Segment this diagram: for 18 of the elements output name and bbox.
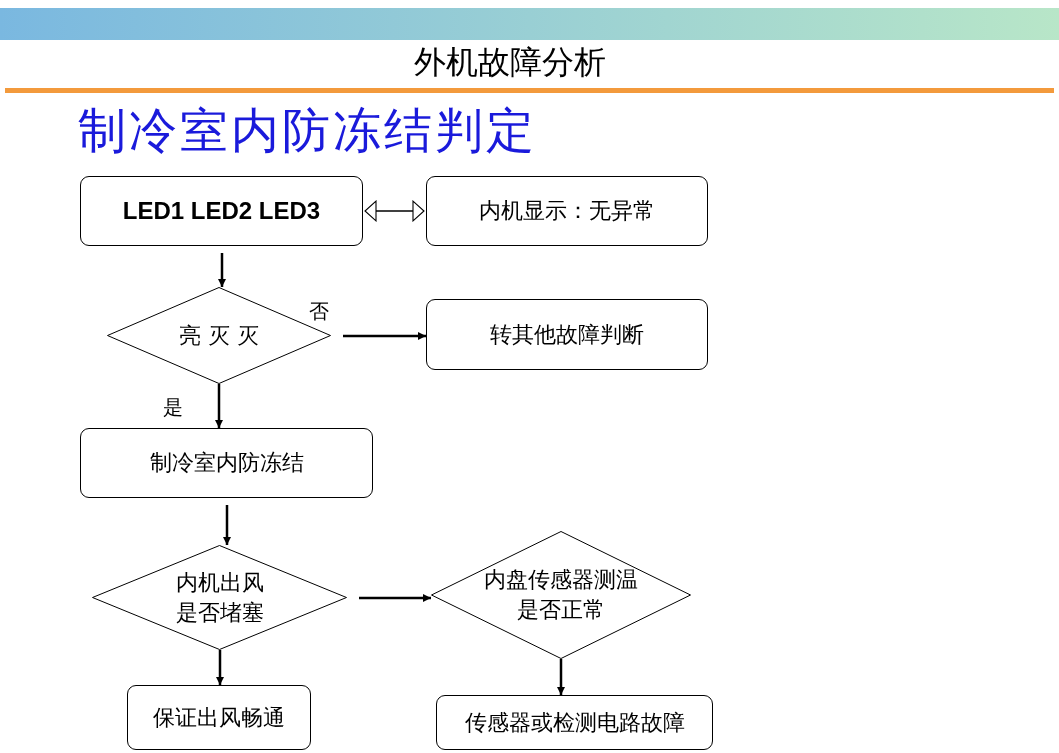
arrow	[215, 384, 223, 428]
arrow	[343, 332, 426, 340]
arrow	[218, 253, 226, 287]
arrow	[216, 650, 224, 685]
arrow	[359, 594, 431, 602]
arrow	[223, 505, 231, 545]
decision-diamond: 内盘传感器测温是否正常	[431, 531, 691, 659]
slide-heading: 制冷室内防冻结判定	[78, 101, 537, 160]
process-box: 保证出风畅通	[127, 685, 311, 750]
process-box: 内机显示：无异常	[426, 176, 708, 246]
double-arrow	[364, 200, 425, 222]
process-box: 传感器或检测电路故障	[436, 695, 713, 750]
decision-diamond: 内机出风是否堵塞	[92, 545, 347, 650]
process-box: 制冷室内防冻结	[80, 428, 373, 498]
arrow	[557, 659, 565, 695]
process-box: LED1 LED2 LED3	[80, 176, 363, 246]
page-title: 外机故障分析	[414, 42, 606, 82]
process-box: 转其他故障判断	[426, 299, 708, 370]
